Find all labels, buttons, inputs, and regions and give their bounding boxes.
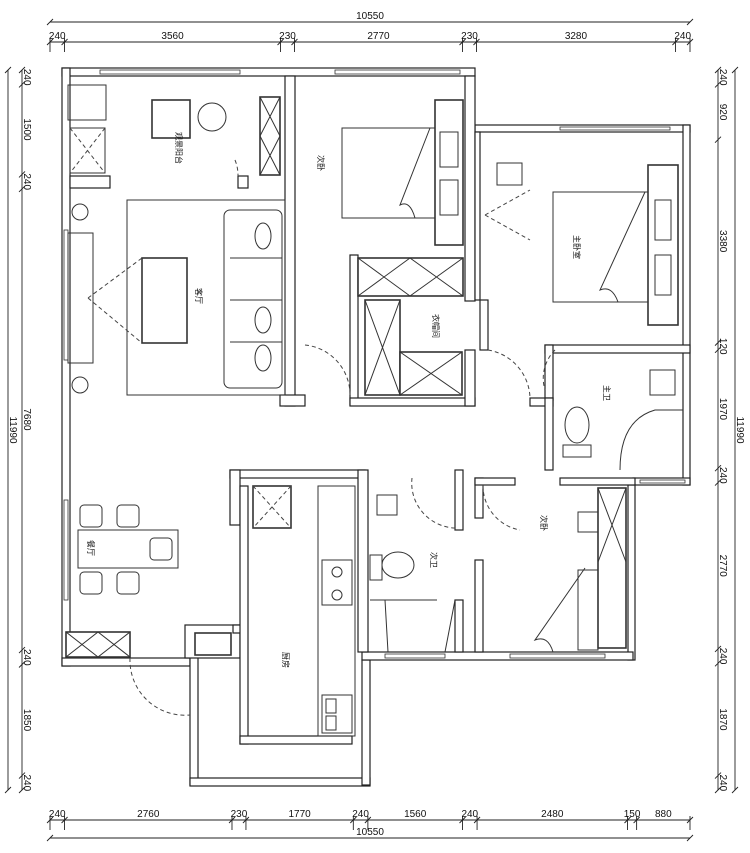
top_dims-label: 3280 — [565, 31, 588, 42]
left_dims-label: 240 — [21, 774, 32, 791]
right_dims-label: 240 — [717, 69, 728, 86]
bottom_dims-label: 150 — [624, 809, 641, 820]
walls — [61, 67, 691, 787]
dim-tick — [714, 479, 722, 486]
bottom_dims-label: 1560 — [404, 809, 427, 820]
dim-tick — [714, 464, 722, 472]
top_dims-label: 240 — [674, 31, 691, 42]
left_dims-label: 1500 — [21, 118, 32, 141]
right_dims-label: 240 — [717, 774, 728, 791]
dim-tick — [686, 18, 694, 26]
right_dims-label: 3380 — [717, 230, 728, 253]
room-label-master: 主卧室 — [572, 235, 582, 259]
dim-tick — [4, 66, 12, 74]
right_dims-label: 1870 — [717, 708, 728, 731]
dim-tick — [18, 772, 26, 779]
dim-tick — [731, 66, 739, 74]
top_dims-total-label: 10550 — [356, 11, 384, 22]
dim-tick — [46, 18, 54, 26]
top_dims-label: 230 — [461, 31, 478, 42]
dim-tick — [4, 786, 12, 794]
room-label-bedroom3: 次卧 — [539, 515, 549, 531]
dim-tick — [714, 772, 722, 779]
dimension-lines: 240 3560 230 2770 230 3280 240 10550 240 2760 230 1… — [4, 11, 745, 842]
dim-tick — [714, 81, 722, 88]
dim-tick — [714, 136, 722, 143]
windows — [63, 69, 686, 659]
dim-tick — [714, 659, 722, 667]
right_dims-label: 240 — [717, 648, 728, 665]
bottom_dims-label: 880 — [655, 809, 672, 820]
dim-tick — [714, 645, 722, 653]
right_dims-label: 240 — [717, 467, 728, 484]
room-label-bath2: 次卫 — [429, 552, 439, 568]
left_dims-label: 240 — [21, 649, 32, 666]
right_dims-label: 120 — [717, 338, 728, 355]
top_dims-label: 2770 — [367, 31, 390, 42]
room-label-living: 客厅 — [194, 288, 204, 304]
dim-tick — [18, 661, 26, 668]
room-label-balcony: 观景阳台 — [174, 132, 184, 164]
dim-tick — [714, 66, 722, 74]
dim-tick — [686, 834, 694, 842]
dim-tick — [18, 185, 26, 193]
room-label-bedroom2: 次卧 — [316, 155, 326, 171]
bottom_dims-label: 2480 — [541, 809, 564, 820]
dim-tick — [18, 66, 26, 74]
room-label-master-bath: 主卫 — [602, 385, 612, 401]
dim-tick — [46, 834, 54, 842]
dim-tick — [731, 786, 739, 794]
right_dims-total-label: 11990 — [734, 416, 745, 444]
room-label-dining: 餐厅 — [86, 540, 95, 556]
top_dims-label: 3560 — [161, 31, 184, 42]
left_dims-label: 1850 — [21, 709, 32, 732]
right_dims-label: 1970 — [717, 398, 728, 421]
dim-tick — [18, 786, 26, 794]
dim-tick — [714, 786, 722, 794]
furniture — [65, 84, 683, 737]
room-labels: 观景阳台 客厅 次卧 衣帽间 主卧室 主卫 次卫 次卧 厨房 餐厅 — [86, 132, 612, 668]
bottom_dims-label: 230 — [231, 809, 248, 820]
bottom_dims-label: 1770 — [289, 809, 312, 820]
dim-tick — [18, 171, 26, 178]
bottom_dims-label: 2760 — [137, 809, 160, 820]
right_dims-label: 2770 — [717, 555, 728, 578]
top_dims-label: 240 — [49, 31, 66, 42]
left_dims-label: 240 — [21, 173, 32, 190]
room-label-closet: 衣帽间 — [431, 314, 441, 338]
bottom_dims-total-label: 10550 — [356, 827, 384, 838]
room-label-kitchen: 厨房 — [281, 652, 291, 668]
bottom_dims-label: 240 — [352, 809, 369, 820]
bottom_dims-label: 240 — [461, 809, 478, 820]
bottom_dims-label: 240 — [49, 809, 66, 820]
left_dims-label: 7680 — [21, 408, 32, 431]
dim-tick — [18, 646, 26, 654]
right_dims-label: 920 — [717, 104, 728, 121]
left_dims-total-label: 11990 — [7, 416, 18, 444]
left_dims-label: 240 — [21, 69, 32, 86]
dim-tick — [714, 346, 722, 354]
dim-tick — [714, 339, 722, 346]
dim-tick — [18, 81, 26, 88]
top_dims-label: 230 — [279, 31, 296, 42]
